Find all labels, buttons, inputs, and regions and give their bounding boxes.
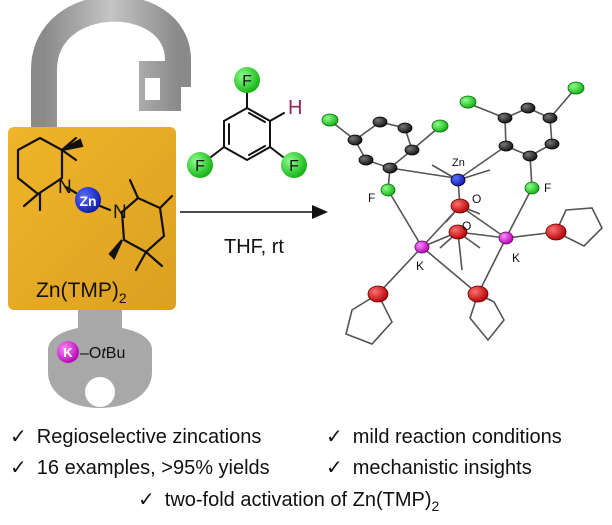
- kotbu-label: –OtBu: [80, 345, 125, 362]
- crystal-k-atom-1: [414, 240, 430, 254]
- trifluorobenzene-structure: [210, 91, 285, 162]
- crystal-o1-label: O: [472, 192, 481, 206]
- crystal-zn-atom: [450, 173, 466, 187]
- h-label: H: [288, 97, 302, 119]
- lock-body: [8, 127, 176, 310]
- conditions-label: THF, rt: [224, 236, 284, 258]
- f-right-sphere: [281, 152, 307, 178]
- key-hole: [85, 377, 115, 407]
- k-atom-sphere: [57, 341, 79, 363]
- zn-tmp2-structure: [16, 136, 174, 272]
- crystal-f2-label: F: [544, 181, 551, 195]
- crystal-k-atom-2: [498, 231, 514, 245]
- crystal-k1-label: K: [416, 259, 424, 273]
- n-right-label: N: [113, 202, 127, 223]
- reagent-label: Zn(TMP)2: [36, 279, 127, 306]
- k-atom-label: K: [63, 345, 73, 360]
- f-top-label: F: [242, 73, 252, 90]
- zn-atom-label: Zn: [79, 193, 96, 209]
- f-left-label: F: [195, 158, 205, 175]
- f-left-sphere: [187, 152, 213, 178]
- reaction-arrowhead: [312, 205, 328, 219]
- f-right-label: F: [289, 158, 299, 175]
- zn-atom-sphere: [75, 187, 101, 213]
- crystal-k2-label: K: [512, 251, 520, 265]
- lock-shackle-notch: [145, 78, 160, 100]
- crystal-f1-label: F: [368, 191, 375, 205]
- crystal-structure: [321, 81, 603, 345]
- crystal-zn-label: Zn: [452, 157, 465, 169]
- lock-shackle: [31, 0, 191, 128]
- crystal-o-atom-1: [450, 198, 470, 214]
- crystal-o-atom-2: [448, 224, 468, 240]
- crystal-o2-label: O: [462, 219, 471, 233]
- f-top-sphere: [234, 67, 260, 93]
- n-left-label: N: [58, 177, 72, 198]
